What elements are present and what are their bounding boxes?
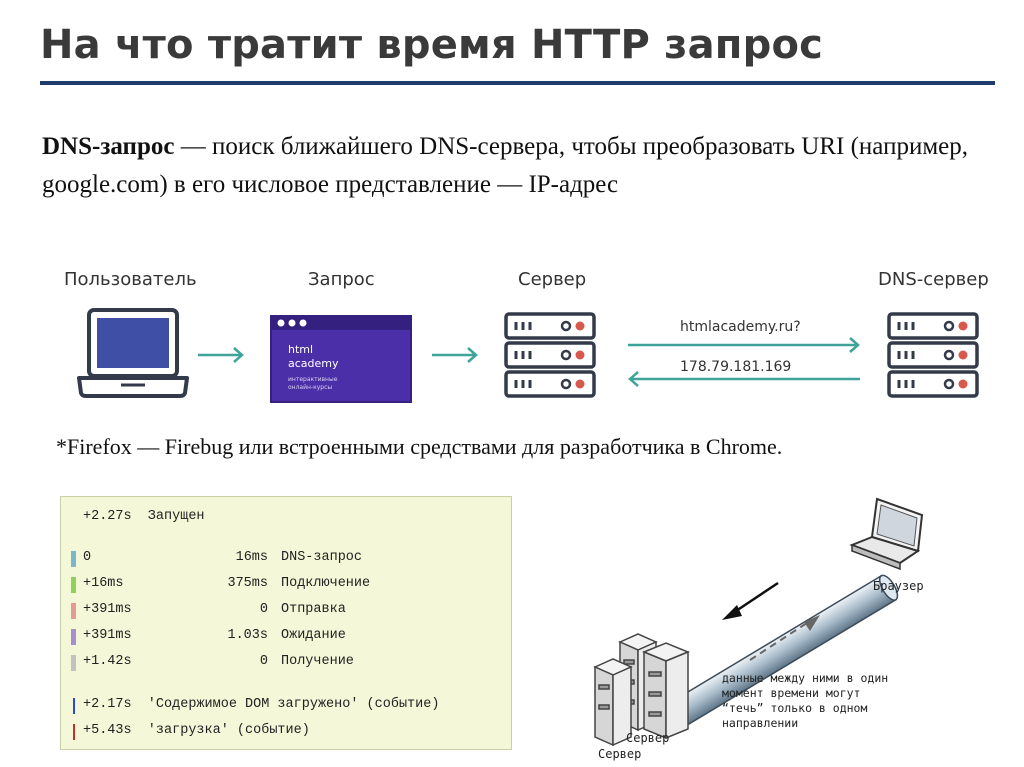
dns-definition: DNS-запрос — поиск ближайшего DNS-сервер… (42, 128, 982, 204)
timing-header-row: +2.27s Запущен (61, 509, 511, 527)
card-text-html: html (288, 343, 313, 356)
server-rack-icon (503, 311, 597, 399)
timing-duration: 16ms (236, 550, 268, 565)
network-timing-panel: +2.27s Запущен 0 16ms DNS-запрос +16ms 3… (60, 496, 512, 750)
timing-start: +16ms (83, 576, 124, 591)
timing-event: +5.43s 'загрузка' (событие) (83, 723, 310, 738)
card-text-courses-1: интерактивные (288, 376, 338, 383)
timing-row: 0 16ms DNS-запрос (61, 550, 511, 568)
timing-event-row: +5.43s 'загрузка' (событие) (61, 723, 511, 741)
arrow-request-to-server-icon (430, 345, 480, 365)
caption-line-4: направлении (722, 716, 888, 731)
half-duplex-illustration: Браузер Сервер Сервер данные между ними … (590, 495, 1010, 765)
dns-flow-diagram: Пользователь Запрос Сервер DNS-сервер ht… (0, 255, 1024, 415)
timing-duration: 375ms (227, 576, 268, 591)
server-caption-2: Сервер (598, 747, 641, 761)
arrow-user-to-request-icon (196, 345, 246, 365)
request-label: Запрос (308, 269, 375, 290)
dns-server-rack-icon (886, 311, 980, 399)
timing-event-row: +2.17s 'Содержимое DOM загружено' (событ… (61, 697, 511, 715)
browser-window-icon: html academy интерактивные онлайн-курсы (270, 315, 412, 403)
half-duplex-caption: данные между ними в один момент времени … (722, 671, 888, 731)
dns-query-label: htmlacademy.ru? (680, 319, 801, 335)
timing-row: +16ms 375ms Подключение (61, 576, 511, 594)
timing-row: +1.42s 0 Получение (61, 654, 511, 672)
server-caption: Сервер (626, 731, 669, 745)
timing-duration: 1.03s (227, 628, 268, 643)
laptop-icon (75, 307, 191, 399)
timing-phase-swatch (71, 577, 76, 593)
caption-line-2: момент времени могут (722, 686, 888, 701)
timing-header: +2.27s Запущен (83, 509, 205, 524)
server-label: Сервер (518, 269, 586, 290)
timing-duration: 0 (260, 602, 268, 617)
definition-term: DNS-запрос (42, 133, 174, 160)
card-text-courses-2: онлайн-курсы (288, 384, 332, 391)
caption-line-1: данные между ними в один (722, 671, 888, 686)
timing-phase-swatch (71, 629, 76, 645)
timing-phase: Получение (281, 654, 354, 669)
caption-line-3: “течь” только в одном (722, 701, 888, 716)
event-marker (73, 698, 75, 714)
timing-phase-swatch (71, 655, 76, 671)
timing-start: +391ms (83, 602, 132, 617)
timing-duration: 0 (260, 654, 268, 669)
user-label: Пользователь (64, 269, 197, 290)
event-marker (73, 724, 75, 740)
dns-server-label: DNS-сервер (878, 269, 989, 290)
firefox-note: *Firefox — Firebug или встроенными средс… (56, 434, 782, 460)
arrow-to-dns-icon (626, 335, 862, 355)
definition-dash: — (174, 133, 212, 160)
timing-phase: DNS-запрос (281, 550, 362, 565)
timing-phase-swatch (71, 603, 76, 619)
server-towers-icon (595, 634, 688, 745)
timing-phase-swatch (71, 551, 76, 567)
slide-title: На что тратит время HTTP запрос (40, 22, 823, 68)
timing-phase: Подключение (281, 576, 370, 591)
timing-event: +2.17s 'Содержимое DOM загружено' (событ… (83, 697, 439, 712)
browser-laptop-icon (852, 499, 922, 569)
browser-caption: Браузер (873, 579, 924, 593)
timing-start: +1.42s (83, 654, 132, 669)
timing-start: +391ms (83, 628, 132, 643)
timing-start: 0 (83, 550, 91, 565)
timing-phase: Ожидание (281, 628, 346, 643)
timing-row: +391ms 1.03s Ожидание (61, 628, 511, 646)
title-divider (40, 81, 995, 85)
timing-row: +391ms 0 Отправка (61, 602, 511, 620)
arrow-from-dns-icon (626, 369, 862, 389)
timing-phase: Отправка (281, 602, 346, 617)
card-text-academy: academy (288, 357, 339, 370)
